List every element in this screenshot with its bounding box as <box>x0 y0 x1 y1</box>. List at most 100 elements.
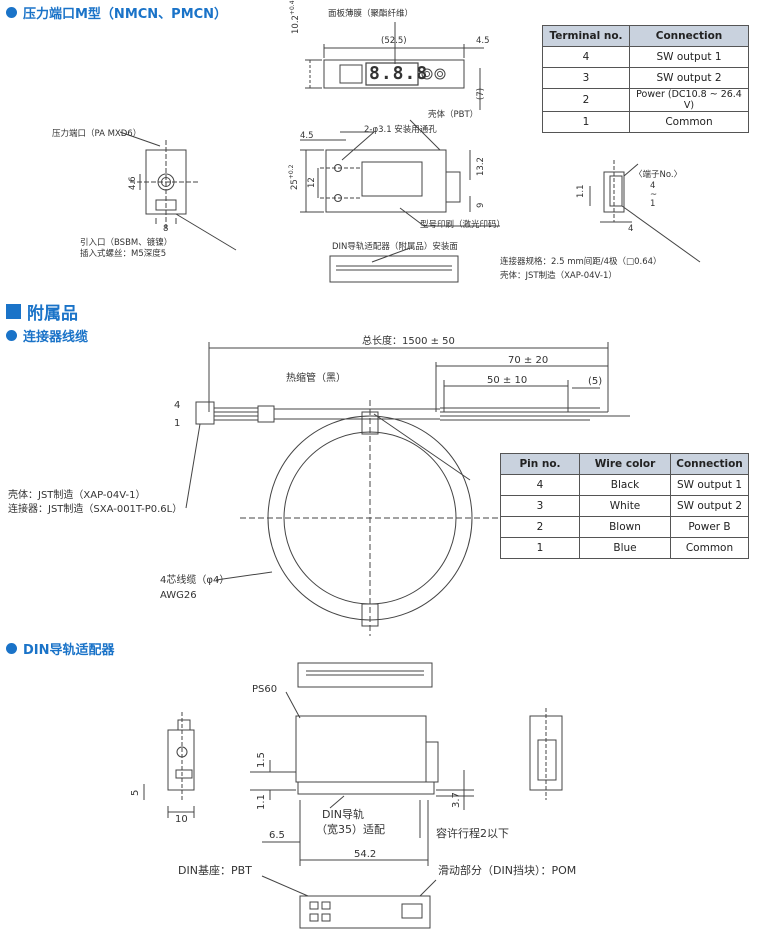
terminal-number-4: 4 <box>650 181 656 191</box>
din-dim-5: 5 <box>130 789 141 796</box>
heat-shrink-label: 热缩管（黑） <box>286 373 346 384</box>
cable-housing-line-2: 连接器：JST制造（SXA-001T-P0.6L） <box>8 504 183 515</box>
section-title-pressure-port: 压力端口M型（NMCN、PMCN） <box>6 3 227 22</box>
din-top-bar <box>297 662 433 688</box>
table-cell: 2 <box>500 516 580 538</box>
table-cell: Common <box>670 537 749 559</box>
sensor-side-body <box>325 149 447 213</box>
table-cell: 4 <box>542 46 630 68</box>
table-header-cell: Connection <box>629 25 749 47</box>
table-cell: 3 <box>500 495 580 517</box>
tolerance-stroke-label: 容许行程2以下 <box>436 827 509 840</box>
dim-8: 8 <box>163 224 169 234</box>
table-row: 4 Black SW output 1 <box>500 474 749 496</box>
table-cell: 1 <box>542 111 630 133</box>
table-cell: SW output 2 <box>670 495 749 517</box>
table-row: 2 Blown Power B <box>500 516 749 538</box>
table-row: 2 Power (DC10.8 ~ 26.4 V) <box>542 88 749 112</box>
dim-5-label: (5) <box>588 376 603 387</box>
table-cell: Power (DC10.8 ~ 26.4 V) <box>629 88 749 112</box>
terminal-no-label: 〈端子No.〉 <box>634 170 683 180</box>
din-dim-1-5: 1.5 <box>256 752 267 768</box>
table-row: 1 Blue Common <box>500 537 749 559</box>
table-header-cell: Wire color <box>579 453 671 475</box>
table-cell: Common <box>629 111 749 133</box>
table-cell: 4 <box>500 474 580 496</box>
dim-4-6: 4.6 <box>128 176 138 190</box>
terminal-number-1: 1 <box>650 199 656 209</box>
din-side-view <box>167 729 195 791</box>
panel-film-label: 面板薄膜（聚酯纤维） <box>328 9 414 19</box>
dim-12: 12 <box>307 177 317 188</box>
section-title-connector-cable: 连接器线缆 <box>6 326 88 345</box>
section-title-din-adapter: DIN导轨适配器 <box>6 639 115 658</box>
table-row: 3 SW output 2 <box>542 67 749 89</box>
table-row: 3 White SW output 2 <box>500 495 749 517</box>
connector-housing-label: 壳体：JST制造（XAP-04V-1） <box>500 271 617 281</box>
bullet-icon <box>6 643 17 654</box>
din-mount-face-label: DIN导轨适配器（附属品）安装面 <box>332 242 458 252</box>
din-dim-54-2: 54.2 <box>354 849 377 860</box>
pin-4-label: 4 <box>174 400 181 411</box>
inlet-line-2: 插入式螺丝：M5深度5 <box>80 249 167 259</box>
bullet-icon <box>6 330 17 341</box>
din-rail-line-2: （宽35）适配 <box>316 823 385 836</box>
table-cell: SW output 2 <box>629 67 749 89</box>
dim-52-5: (52.5) <box>381 36 407 46</box>
table-header-row: Pin no. Wire color Connection <box>500 453 749 475</box>
table-cell: Blown <box>579 516 671 538</box>
cable-4core-label: 4芯线缆（φ4） <box>160 575 230 586</box>
dim-1-1-conn: 1.1 <box>576 184 586 198</box>
section-title-accessories: 附属品 <box>6 299 78 324</box>
table-cell: 3 <box>542 67 630 89</box>
table-cell: SW output 1 <box>670 474 749 496</box>
total-length-label: 总长度：1500 ± 50 <box>362 336 455 347</box>
inlet-line-1: 引入口（BSBM、镀镍） <box>80 238 173 248</box>
table-header-cell: Pin no. <box>500 453 580 475</box>
connector-spec-label: 连接器规格：2.5 mm间距/4极（□0.64） <box>500 257 662 267</box>
din-rail-line-1: DIN导轨 <box>322 808 364 821</box>
table-cell: 1 <box>500 537 580 559</box>
table-cell: Black <box>579 474 671 496</box>
din-mount-face-bar <box>329 255 459 283</box>
table-cell: 2 <box>542 88 630 112</box>
table-header-cell: Connection <box>670 453 749 475</box>
pressure-port-label: 压力端口（PA MXD6） <box>52 129 142 139</box>
table-cell: Blue <box>579 537 671 559</box>
dim-25: 25+0.2 <box>288 164 300 190</box>
mount-holes-label: 2-φ3.1 安装用通孔 <box>364 125 437 135</box>
table-cell: Power B <box>670 516 749 538</box>
din-bottom-body <box>299 895 431 929</box>
dim-10-2: 10.2+0.4 <box>289 0 301 34</box>
pin-1-label: 1 <box>174 418 181 429</box>
table-header-cell: Terminal no. <box>542 25 630 47</box>
din-dim-10: 10 <box>175 814 188 825</box>
pin-table: Pin no. Wire color Connection 4 Black SW… <box>500 453 749 559</box>
table-header-row: Terminal no. Connection <box>542 25 749 47</box>
sensor-front-body <box>323 59 465 89</box>
dim-9: 9 <box>476 202 486 208</box>
cable-connector-housing <box>195 401 215 425</box>
cable-housing-line-1: 壳体：JST制造（XAP-04V-1） <box>8 490 146 501</box>
dim-4-5-left: 4.5 <box>300 131 314 141</box>
dim-13-2: 13.2 <box>476 157 486 176</box>
bullet-icon <box>6 7 17 18</box>
dim-70-label: 70 ± 20 <box>508 355 549 366</box>
din-base-label: DIN基座：PBT <box>178 864 252 877</box>
dim-7: (7) <box>476 87 486 100</box>
table-row: 1 Common <box>542 111 749 133</box>
din-dim-6-5: 6.5 <box>269 830 285 841</box>
terminal-number-tilde: ~ <box>650 190 658 200</box>
din-dim-1-1: 1.1 <box>256 794 267 810</box>
ps60-label: PS60 <box>252 684 278 695</box>
awg-label: AWG26 <box>160 590 197 601</box>
din-dim-3-7: 3.7 <box>451 792 462 808</box>
slide-part-label: 滑动部分（DIN挡块）：POM <box>438 864 577 877</box>
dim-50-label: 50 ± 10 <box>487 375 528 386</box>
table-cell: SW output 1 <box>629 46 749 68</box>
display-digits: 8.8.8 <box>369 63 429 84</box>
table-cell: White <box>579 495 671 517</box>
table-row: 4 SW output 1 <box>542 46 749 68</box>
din-main-body <box>295 715 427 783</box>
